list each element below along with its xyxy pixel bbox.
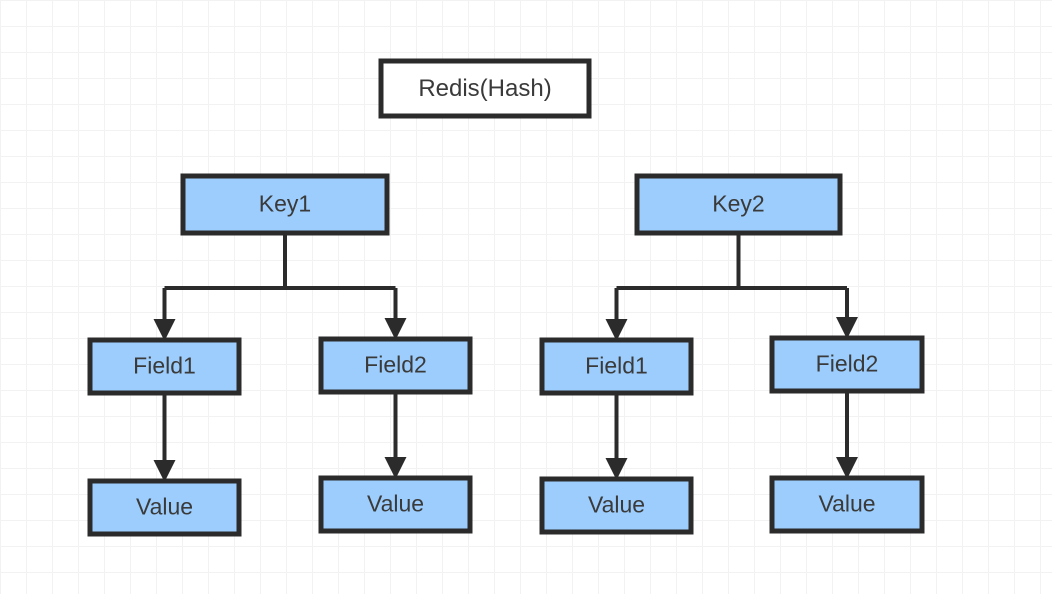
value-node-1-1-rect[interactable] <box>87 478 242 537</box>
field1-value-arrowhead-1 <box>153 460 176 482</box>
value-node-2-1-rect[interactable] <box>539 476 694 535</box>
field-node-1-1-rect[interactable] <box>87 337 242 396</box>
field2-value-arrowhead-2 <box>836 457 858 479</box>
value-node-2-1-label: Value <box>588 492 645 518</box>
value-node-1-1[interactable]: Value <box>87 478 242 537</box>
value-node-2-2-rect[interactable] <box>769 475 925 534</box>
key-node-1-rect[interactable] <box>180 173 390 236</box>
field-node-2-2[interactable]: Field2 <box>769 335 925 394</box>
title-node[interactable]: Redis(Hash) <box>378 58 592 119</box>
value-node-1-2-rect[interactable] <box>318 475 473 534</box>
key2-field1-arrowhead <box>605 319 628 341</box>
field2-value-arrowhead-1 <box>384 457 407 479</box>
value-node-1-2-label: Value <box>367 491 424 517</box>
key-node-2-label: Key2 <box>712 191 764 217</box>
key-node-2-rect[interactable] <box>634 173 843 236</box>
field-node-1-2-label: Field2 <box>364 352 427 378</box>
title-node-label: Redis(Hash) <box>418 75 551 102</box>
field-node-1-1[interactable]: Field1 <box>87 337 242 396</box>
field-node-2-2-label: Field2 <box>816 351 879 377</box>
field-node-1-2-rect[interactable] <box>318 336 473 395</box>
title-node-rect[interactable] <box>378 58 592 119</box>
value-node-2-2-label: Value <box>818 491 875 517</box>
key2-field2-arrowhead <box>836 317 858 339</box>
value-node-2-2[interactable]: Value <box>769 475 925 534</box>
value-node-2-1[interactable]: Value <box>539 476 694 535</box>
value-node-1-1-label: Value <box>136 494 193 520</box>
field-node-1-1-label: Field1 <box>133 353 196 379</box>
field-node-2-1[interactable]: Field1 <box>539 337 694 396</box>
connector-layer <box>153 233 858 482</box>
key-node-1-label: Key1 <box>259 191 311 217</box>
key-node-1[interactable]: Key1 <box>180 173 390 236</box>
field1-value-arrowhead-2 <box>605 458 628 480</box>
key-node-2[interactable]: Key2 <box>634 173 843 236</box>
field-node-1-2[interactable]: Field2 <box>318 336 473 395</box>
key1-field2-arrowhead <box>384 318 407 340</box>
field-node-2-1-rect[interactable] <box>539 337 694 396</box>
key1-field1-arrowhead <box>153 319 176 341</box>
value-node-1-2[interactable]: Value <box>318 475 473 534</box>
field-node-2-2-rect[interactable] <box>769 335 925 394</box>
field-node-2-1-label: Field1 <box>585 353 648 379</box>
